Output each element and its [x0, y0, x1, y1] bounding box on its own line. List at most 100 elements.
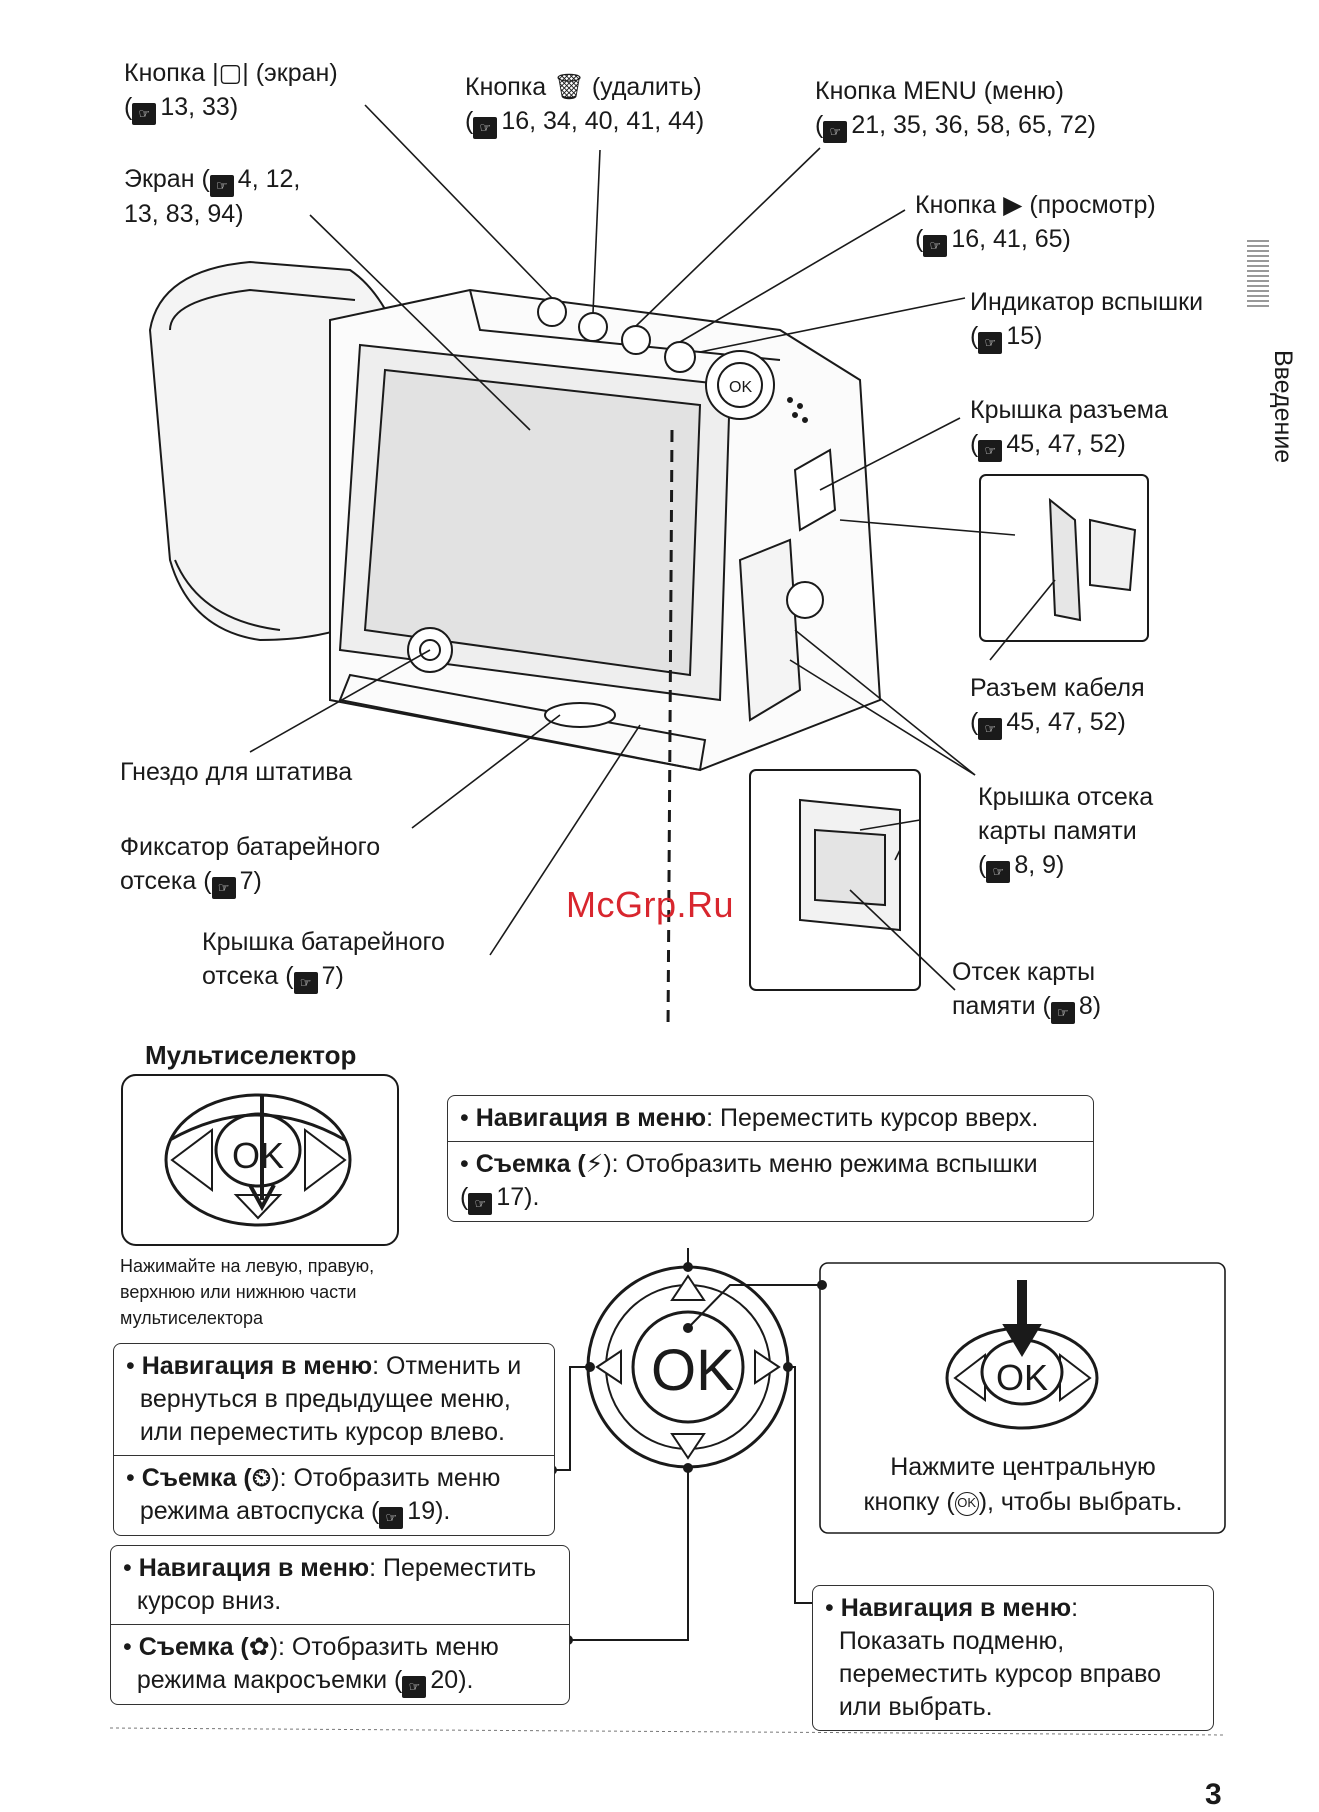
down-nav-row: • Навигация в меню: Переместить курсор в…: [123, 1554, 537, 1615]
nav-text: : Переместить: [369, 1554, 537, 1582]
reference-icon: ☞: [923, 235, 948, 257]
left-nav-row: • Навигация в меню: Отменить и вернуться…: [126, 1352, 522, 1446]
reference-icon: ☞: [986, 861, 1011, 883]
ok-icon: OK: [954, 1492, 979, 1516]
flash-icon: ⚡: [585, 1150, 604, 1178]
nav-heading: Навигация в меню: [141, 1352, 373, 1380]
callout-ref: отсека (☞7): [120, 864, 380, 899]
right-nav-row: • Навигация в меню: Показать подменю, пе…: [825, 1594, 1161, 1721]
callout-label: Фиксатор батарейного: [120, 833, 381, 861]
center-text: кнопку (: [863, 1488, 955, 1516]
callout-label: Индикатор вспышки: [970, 288, 1204, 316]
callout-ref: (☞8, 9): [978, 848, 1153, 883]
battery-cover-callout: Крышка батарейного отсека (☞7): [202, 925, 445, 994]
center-line-1: Нажмите центральную: [890, 1453, 1156, 1481]
callout-ref-pages: 15): [1006, 322, 1043, 350]
callout-label: Отсек карты: [952, 958, 1096, 986]
callout-label: Кнопка 🗑 (удалить): [465, 73, 702, 101]
monitor-button-callout: Кнопка |▢| (экран) (☞13, 33): [124, 56, 338, 125]
reference-icon: ☞: [379, 1507, 404, 1529]
shoot-text: ): Отобразить меню режима вспышки: [603, 1150, 1038, 1178]
callout-ref-pages: 45, 47, 52): [1006, 430, 1126, 458]
reference-icon: ☞: [1050, 1002, 1075, 1024]
callout-label-2: отсека (: [120, 867, 212, 895]
callout-label: Кнопка ▶ (просмотр): [915, 191, 1156, 219]
callout-label: Крышка разъема: [970, 396, 1168, 424]
svg-text:OK: OK: [232, 1135, 284, 1176]
callout-ref: памяти (☞8): [952, 989, 1101, 1024]
center-press-text: Нажмите центральную кнопку (OK), чтобы в…: [828, 1450, 1218, 1520]
shoot-text: ): Отобразить меню: [271, 1464, 501, 1492]
down-shoot-row: • Съемка (✿): Отобразить меню режима мак…: [111, 1624, 569, 1704]
caption-line: мультиселектора: [120, 1308, 264, 1328]
section-tab-label: Введение: [1269, 350, 1297, 464]
callout-label: Разъем кабеля: [970, 674, 1145, 702]
battery-latch-callout: Фиксатор батарейного отсека (☞7): [120, 830, 380, 899]
callout-label: Крышка батарейного: [202, 928, 445, 956]
callout-ref: (☞15): [970, 319, 1203, 354]
nav-text-2: вернуться в предыдущее меню,: [139, 1385, 511, 1413]
nav-heading: Навигация в меню: [475, 1104, 707, 1132]
callout-ref-pages: 45, 47, 52): [1006, 708, 1126, 736]
right-press-box: • Навигация в меню: Показать подменю, пе…: [812, 1585, 1214, 1731]
reference-icon: ☞: [978, 718, 1003, 740]
reference-icon: ☞: [402, 1676, 427, 1698]
callout-label: Кнопка MENU (меню): [815, 77, 1064, 105]
callout-label-2: карты памяти: [978, 817, 1137, 845]
up-press-box: • Навигация в меню: Переместить курсор в…: [447, 1095, 1094, 1222]
callout-ref: (☞16, 34, 40, 41, 44): [465, 104, 704, 139]
callout-label-2: отсека (: [202, 962, 294, 990]
caption-line: Нажимайте на левую, правую,: [120, 1256, 375, 1276]
reference-icon: ☞: [978, 332, 1003, 354]
shoot-text: ): Отобразить меню: [269, 1633, 499, 1661]
cable-connector-callout: Разъем кабеля (☞45, 47, 52): [970, 671, 1145, 740]
callout-ref-pages-2: 13, 83, 94): [124, 200, 244, 228]
reference-icon: ☞: [823, 121, 848, 143]
nav-heading: Навигация в меню: [138, 1554, 370, 1582]
callout-ref-pages: 16, 41, 65): [951, 225, 1071, 253]
card-slot-callout: Отсек карты памяти (☞8): [952, 955, 1101, 1024]
up-shoot-row: • Съемка (⚡): Отобразить меню режима всп…: [448, 1141, 1093, 1221]
menu-button-callout: Кнопка MENU (меню) (☞21, 35, 36, 58, 65,…: [815, 74, 1096, 143]
watermark: McGrp.Ru: [566, 884, 735, 925]
multiselector-title: Мультиселектор: [145, 1040, 357, 1070]
reference-icon: ☞: [293, 972, 318, 994]
caption-line: верхнюю или нижнюю части: [120, 1282, 357, 1302]
nav-text-2: переместить курсор вправо: [838, 1660, 1161, 1688]
nav-text: : Переместить курсор вверх.: [706, 1104, 1039, 1132]
flash-lamp-callout: Индикатор вспышки (☞15): [970, 285, 1203, 354]
callout-ref: (☞21, 35, 36, 58, 65, 72): [815, 108, 1096, 143]
nav-text: Показать подменю,: [838, 1627, 1065, 1655]
center-text-end: ), чтобы выбрать.: [978, 1488, 1183, 1516]
reference-icon: ☞: [468, 1193, 493, 1215]
up-nav-row: • Навигация в меню: Переместить курсор в…: [460, 1104, 1039, 1132]
callout-ref-pages: 7): [321, 962, 344, 990]
delete-button-callout: Кнопка 🗑 (удалить) (☞16, 34, 40, 41, 44): [465, 70, 704, 139]
callout-ref: (☞45, 47, 52): [970, 705, 1145, 740]
nav-heading: Навигация в меню: [840, 1594, 1072, 1622]
down-press-box: • Навигация в меню: Переместить курсор в…: [110, 1545, 570, 1705]
callout-ref-pages: 13, 33): [160, 93, 239, 121]
callout-ref-pages: 16, 34, 40, 41, 44): [501, 107, 705, 135]
shoot-text-2: режима автоспуска (: [139, 1497, 380, 1525]
monitor-callout: Экран (☞4, 12, 13, 83, 94): [124, 162, 300, 231]
playback-button-callout: Кнопка ▶ (просмотр) (☞16, 41, 65): [915, 188, 1156, 257]
section-tab: Введение: [1257, 350, 1317, 490]
left-shoot-row: • Съемка (⏲): Отобразить меню режима авт…: [114, 1455, 554, 1535]
callout-ref: отсека (☞7): [202, 959, 445, 994]
multiselector-caption: Нажимайте на левую, правую, верхнюю или …: [120, 1253, 374, 1331]
callout-label: Гнездо для штатива: [120, 758, 353, 786]
callout-ref-pages: 7): [239, 867, 262, 895]
connector-cover-callout: Крышка разъема (☞45, 47, 52): [970, 393, 1168, 462]
svg-text:OK: OK: [651, 1338, 735, 1403]
reference-icon: ☞: [978, 440, 1003, 462]
reference-icon: ☞: [209, 175, 234, 197]
svg-text:OK: OK: [996, 1357, 1048, 1398]
nav-text-3: или выбрать.: [838, 1693, 993, 1721]
shoot-ref: 17).: [496, 1183, 540, 1211]
svg-text:OK: OK: [729, 379, 752, 396]
nav-colon: :: [1071, 1594, 1079, 1622]
shoot-heading: Съемка (: [141, 1464, 252, 1492]
shoot-text-2: режима макросъемки (: [136, 1666, 403, 1694]
